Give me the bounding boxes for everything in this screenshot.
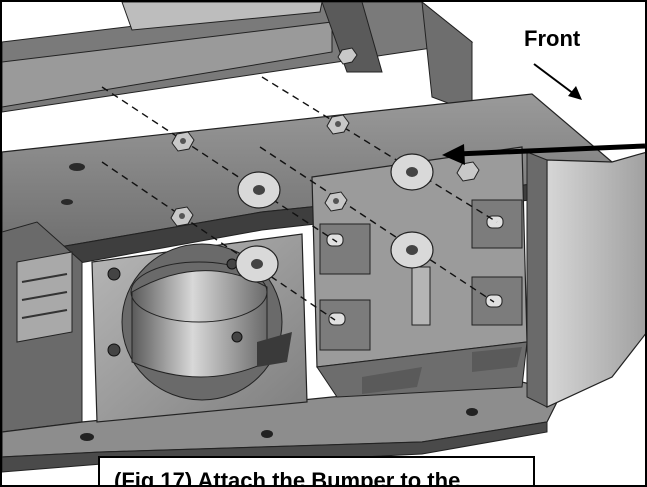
hex-nut — [456, 161, 480, 182]
figure-caption: (Fig 17) Attach the Bumper to the — [98, 456, 535, 485]
stud — [328, 312, 346, 326]
left-side-plate — [2, 221, 83, 433]
front-label: Front — [524, 26, 581, 51]
washer — [390, 153, 434, 191]
washer — [390, 231, 434, 269]
hex-nut — [171, 131, 195, 152]
right-wing — [526, 151, 645, 408]
front-direction-arrow — [533, 63, 582, 100]
hex-nut — [324, 191, 348, 212]
upper-frame-rail — [2, 2, 474, 113]
hex-nut — [170, 206, 194, 227]
hex-nut — [326, 114, 350, 135]
hex-nuts — [170, 47, 480, 227]
arrow-right-icon — [442, 143, 645, 165]
alignment-lines — [101, 76, 498, 321]
washer — [237, 171, 281, 209]
washer — [235, 245, 279, 283]
mounting-studs — [326, 215, 504, 326]
stud — [485, 294, 503, 308]
hex-nut — [337, 47, 358, 65]
washers — [235, 153, 434, 283]
